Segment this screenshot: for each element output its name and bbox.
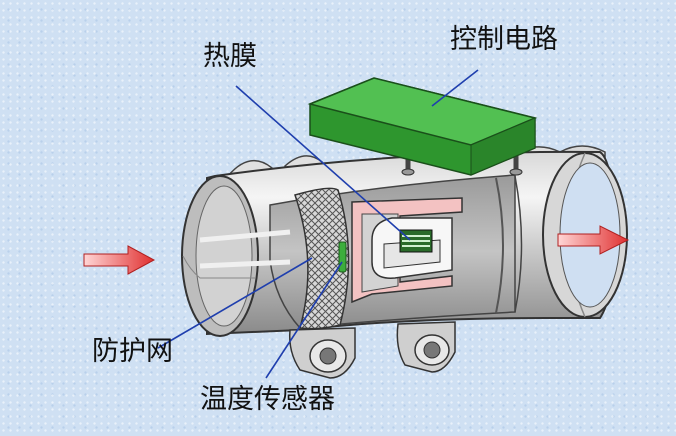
mounting-lugs <box>288 321 456 379</box>
outlet-arrow <box>557 225 630 255</box>
leader-screen <box>157 257 313 349</box>
hot-film-element <box>399 229 433 253</box>
label-protective-screen: 防护网 <box>92 336 173 367</box>
temperature-sensor-element <box>338 241 347 273</box>
leader-control-circuit <box>431 69 479 107</box>
control-circuit-board <box>307 77 538 176</box>
label-hot-film: 热膜 <box>203 41 257 72</box>
leader-temp-sensor <box>265 261 343 379</box>
label-temperature-sensor: 温度传感器 <box>200 384 335 415</box>
leader-lines <box>157 69 479 379</box>
leader-hot-film <box>235 85 411 241</box>
protective-screen <box>294 187 350 330</box>
inlet-arrow <box>83 245 156 275</box>
label-control-circuit: 控制电路 <box>450 24 558 55</box>
